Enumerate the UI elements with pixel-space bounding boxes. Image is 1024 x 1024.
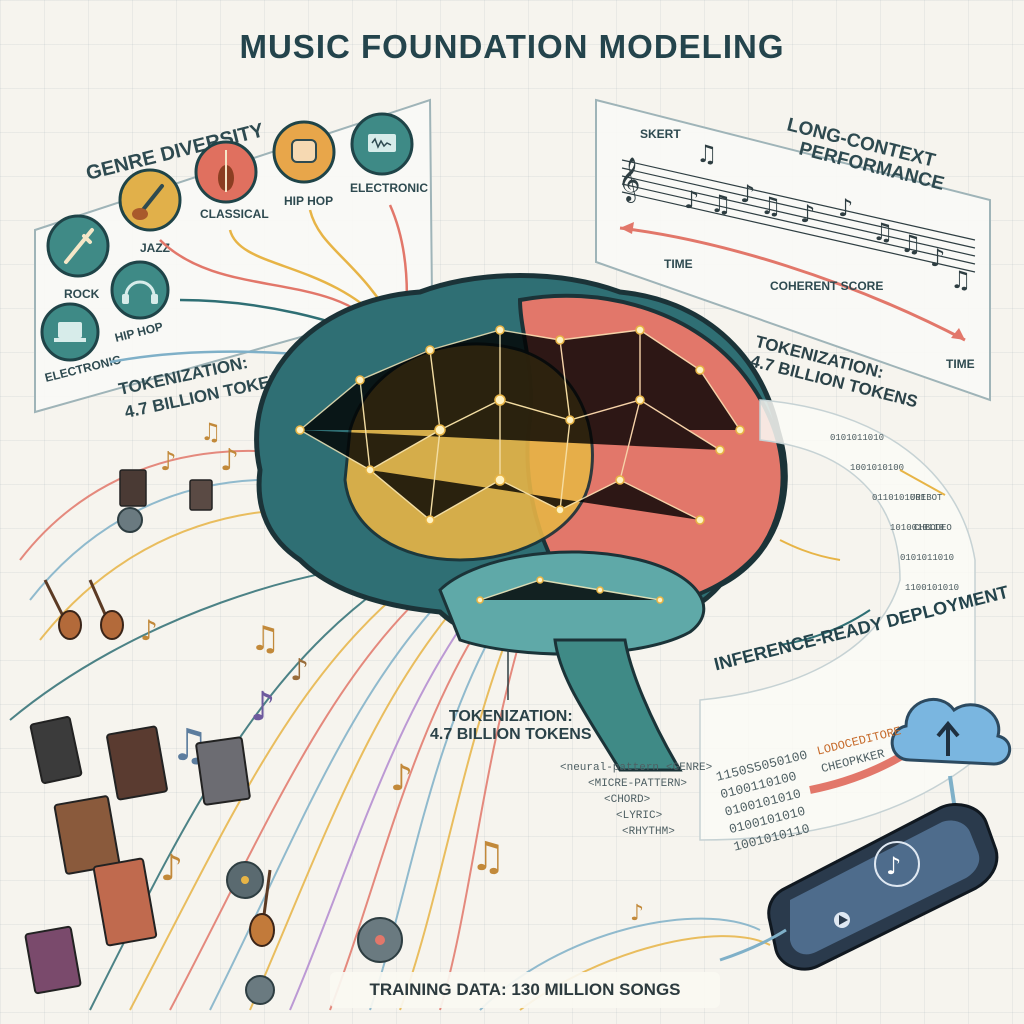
svg-text:♫: ♫ <box>872 218 894 246</box>
brain <box>254 273 788 772</box>
phone-connector <box>719 928 787 962</box>
svg-text:♫: ♫ <box>950 266 972 294</box>
brain-stem <box>553 638 683 772</box>
code-tag-rhythm: <RHYTHM> <box>622 826 675 838</box>
svg-text:♫: ♫ <box>200 418 222 446</box>
phone-note-glyph: ♪ <box>886 852 901 880</box>
music-note-icon <box>874 841 920 887</box>
genre-hiphop-top: HIP HOP <box>272 120 336 208</box>
svg-text:1001010100: 1001010100 <box>850 463 904 473</box>
genre-electronic-top: ELECTRONIC <box>350 112 428 195</box>
time-arrow <box>619 226 966 342</box>
svg-text:♫: ♫ <box>900 230 922 258</box>
code-arrow-3 <box>779 609 871 646</box>
genre-jazz: JAZZ <box>118 168 182 255</box>
time-label-1: TIME <box>664 257 693 271</box>
floating-notes: ♪ ♫ ♪ ♪ ♫ ♪ ♪ ♫ ♪ ♪ ♫ ♪ <box>140 418 644 926</box>
genre-label-jazz: JAZZ <box>140 241 170 255</box>
skert-label: SKERT <box>640 127 681 141</box>
guitar-icons <box>43 579 275 947</box>
svg-text:1100101010: 1100101010 <box>905 583 959 593</box>
brain-temporal-lobe <box>438 550 706 656</box>
genre-classical: CLASSICAL <box>194 140 269 221</box>
svg-text:0101011010: 0101011010 <box>900 553 954 563</box>
svg-text:1010010110: 1010010110 <box>890 523 944 533</box>
svg-text:♪: ♪ <box>800 200 815 228</box>
time-label-2: TIME <box>946 357 975 371</box>
code-arrow-2 <box>779 539 841 561</box>
long-context-panel: LONG-CONTEXT PERFORMANCE SKERT 𝄞 ♫♪♫ ♪♫♪… <box>595 98 991 402</box>
long-context-panel-frame <box>595 98 991 402</box>
genre-rock: ROCK <box>46 214 110 301</box>
side-code-1: UREBOT <box>910 493 943 503</box>
svg-text:♫: ♫ <box>760 192 782 220</box>
genre-label-electronic-top: ELECTRONIC <box>350 181 428 195</box>
svg-text:♪: ♪ <box>740 180 755 208</box>
album-covers <box>24 469 251 995</box>
code-tag-chord: <CHORD> <box>604 794 651 806</box>
code-tag-micre-pattern: <MICRE-PATTERN> <box>588 778 688 790</box>
center-tokenization-line1: TOKENIZATION: <box>448 708 573 725</box>
svg-text:♪: ♪ <box>390 758 413 799</box>
svg-text:♪: ♪ <box>140 614 158 647</box>
headphones-icon <box>110 260 170 320</box>
svg-text:0110101001: 0110101001 <box>872 493 926 503</box>
svg-text:♫: ♫ <box>470 834 506 880</box>
code-tag-lyric: <LYRIC> <box>616 810 663 822</box>
vinyl-records <box>117 507 403 1005</box>
coherent-score-label: COHERENT SCORE <box>770 279 883 293</box>
binary-stream: 0101011010 1001010100 0110101001 101001011… <box>830 433 959 593</box>
center-tokenization-label: TOKENIZATION: 4.7 BILLION TOKENS <box>430 708 592 744</box>
svg-text:♪: ♪ <box>250 684 276 730</box>
page-title: MUSIC FOUNDATION MODELING <box>239 28 785 65</box>
time-arrow-head-left <box>620 222 634 234</box>
genre-hiphop-bottom: HIP HOP <box>110 260 170 345</box>
svg-text:♫: ♫ <box>250 619 280 659</box>
svg-text:♪: ♪ <box>838 194 853 222</box>
code-tags-block: <neural-pattern <GENRE> <MICRE-PATTERN> … <box>560 762 780 872</box>
svg-text:♪: ♪ <box>160 848 183 889</box>
svg-text:♫: ♫ <box>696 140 718 168</box>
svg-text:♪: ♪ <box>684 186 699 214</box>
smartphone-player-icon: ♪ <box>767 803 999 971</box>
genre-label-rock: ROCK <box>64 287 100 301</box>
svg-text:♪: ♪ <box>220 443 239 478</box>
side-code-2: CHBODEO <box>914 523 952 533</box>
genre-label-classical: CLASSICAL <box>200 207 269 221</box>
training-data-footer: TRAINING DATA: 130 MILLION SONGS <box>330 972 720 1008</box>
cloud-upload-icon <box>890 698 1011 766</box>
code-tag-genre: <GENRE> <box>666 762 713 774</box>
score-notes: ♫♪♫ ♪♫♪ ♪♫♫ ♪♫ <box>684 140 972 294</box>
genre-label-hiphop-top: HIP HOP <box>284 194 333 208</box>
center-tokenization-line2: 4.7 BILLION TOKENS <box>430 726 592 743</box>
svg-text:♪: ♪ <box>290 653 309 688</box>
treble-clef-icon: 𝄞 <box>618 157 640 203</box>
neural-nodes <box>295 325 745 604</box>
svg-text:♪: ♪ <box>630 901 644 926</box>
svg-text:♪: ♪ <box>930 244 945 272</box>
genre-electronic-bottom: ELECTRONIC <box>40 302 123 385</box>
music-staff <box>621 159 976 273</box>
time-arrow-head-right <box>951 328 965 340</box>
svg-text:0101011010: 0101011010 <box>830 433 884 443</box>
code-arrow-1 <box>899 469 946 496</box>
svg-text:♪: ♪ <box>160 447 177 477</box>
code-tag-neural-pattern: <neural-pattern <box>560 762 660 774</box>
svg-text:♫: ♫ <box>710 190 732 218</box>
